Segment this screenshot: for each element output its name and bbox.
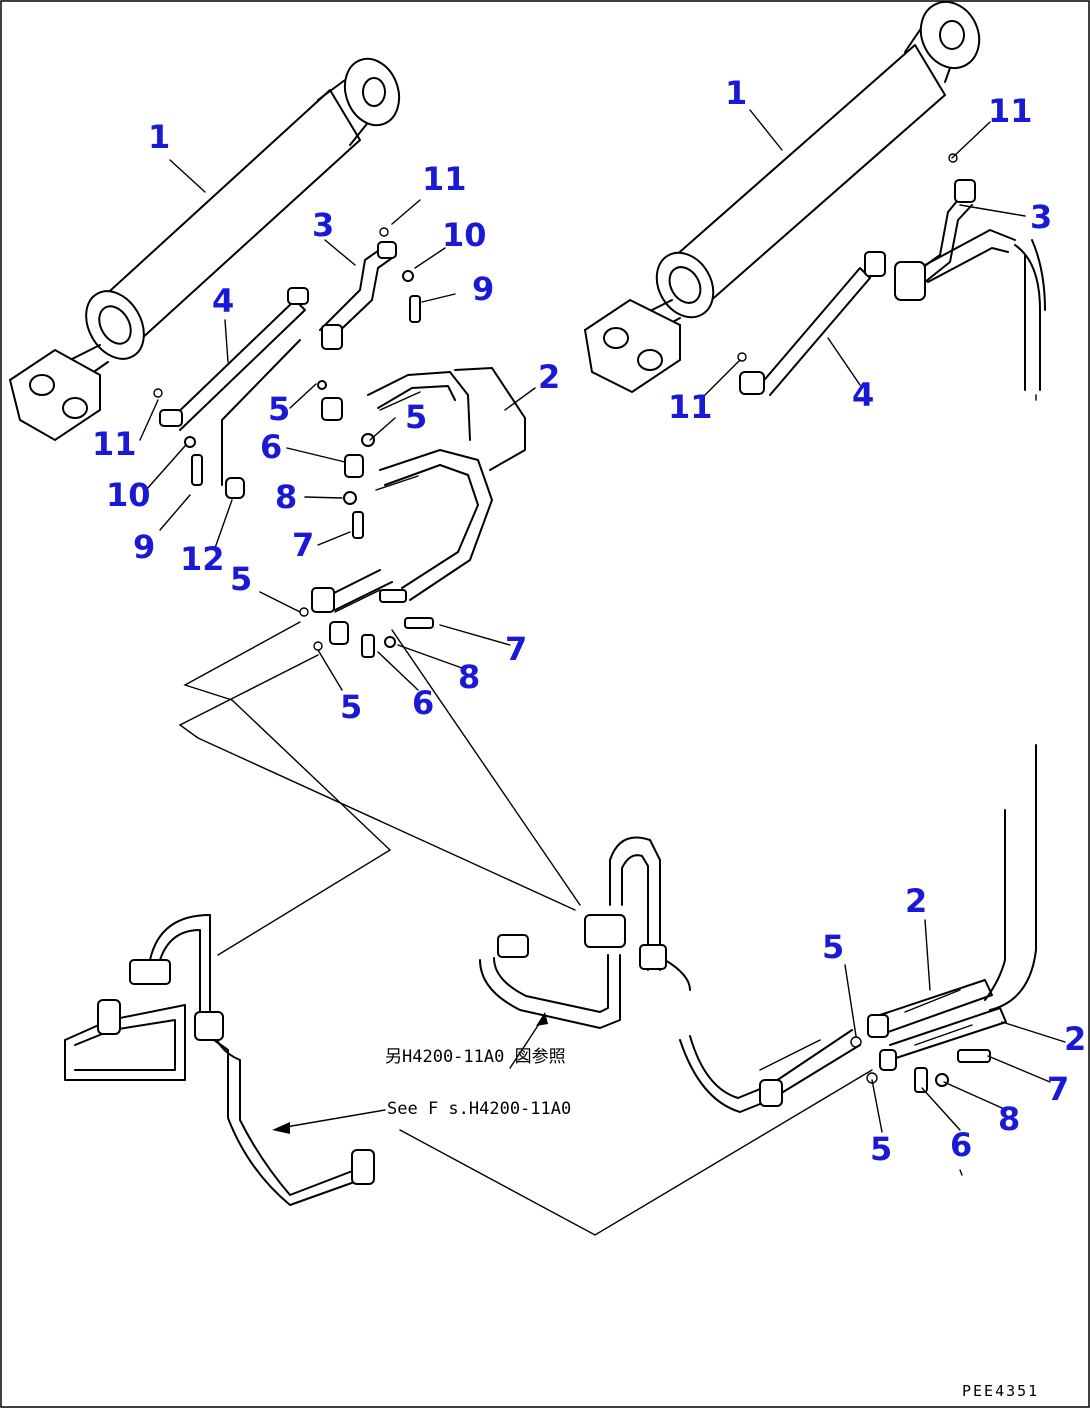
reference-arrows [272, 1012, 548, 1134]
left-hoses [299, 367, 526, 658]
callout-8-left-b: 8 [458, 658, 480, 696]
callout-10-left-bottom: 10 [106, 476, 151, 514]
frame-linework [178, 394, 1037, 1236]
callout-6-right: 6 [950, 1126, 972, 1164]
callout-11-right-top: 11 [988, 92, 1033, 130]
callout-5-left-b: 5 [405, 398, 427, 436]
callout-7-left-a: 7 [292, 526, 314, 564]
callout-9-left-top: 9 [472, 270, 494, 308]
callout-11-left-top: 11 [422, 160, 467, 198]
callout-3-left: 3 [312, 206, 334, 244]
callout-7-left-b: 7 [505, 630, 527, 668]
callout-9-left-bottom: 9 [133, 528, 155, 566]
callout-1-left: 1 [148, 118, 170, 156]
right-fittings [739, 179, 1046, 1011]
reference-note-en: See F s.H4200-11A0 [387, 1099, 571, 1119]
bottom-left-piping [64, 914, 375, 1206]
callout-7-right: 7 [1047, 1070, 1069, 1108]
callout-3-right: 3 [1030, 198, 1052, 236]
callout-5-right-a: 5 [822, 928, 844, 966]
callout-2-right-b: 2 [1064, 1020, 1086, 1058]
bottom-center-piping [479, 836, 861, 1113]
callout-6-left-b: 6 [412, 684, 434, 722]
callout-4-left: 4 [212, 282, 234, 320]
right-cylinder [583, 0, 981, 394]
callout-2-right-a: 2 [905, 882, 927, 920]
callout-5-left-a: 5 [268, 390, 290, 428]
reference-note-jp: 另H4200-11A0 図参照 [385, 1047, 566, 1067]
callout-5-left-c: 5 [230, 560, 252, 598]
callout-8-right: 8 [998, 1100, 1020, 1138]
leader-lines [139, 109, 1066, 1176]
callout-5-left-d: 5 [340, 688, 362, 726]
callout-4-right: 4 [852, 376, 874, 414]
left-cylinder [8, 57, 401, 442]
callout-11-left-bottom: 11 [92, 425, 137, 463]
callout-1-right: 1 [725, 74, 747, 112]
callout-2-left: 2 [538, 358, 560, 396]
callout-11-right-bottom: 11 [668, 388, 713, 426]
callout-10-left-top: 10 [442, 216, 487, 254]
drawing-code: PEE4351 [962, 1382, 1039, 1400]
callout-6-left-a: 6 [260, 428, 282, 466]
left-fittings [153, 227, 421, 539]
callout-12-left: 12 [180, 540, 225, 578]
callout-5-right-b: 5 [870, 1130, 892, 1168]
right-hoses [850, 979, 1007, 1093]
callout-8-left-a: 8 [275, 478, 297, 516]
callout-labels: 1 3 4 11 10 9 2 5 5 6 8 7 11 10 9 12 5 7… [92, 74, 1086, 1168]
